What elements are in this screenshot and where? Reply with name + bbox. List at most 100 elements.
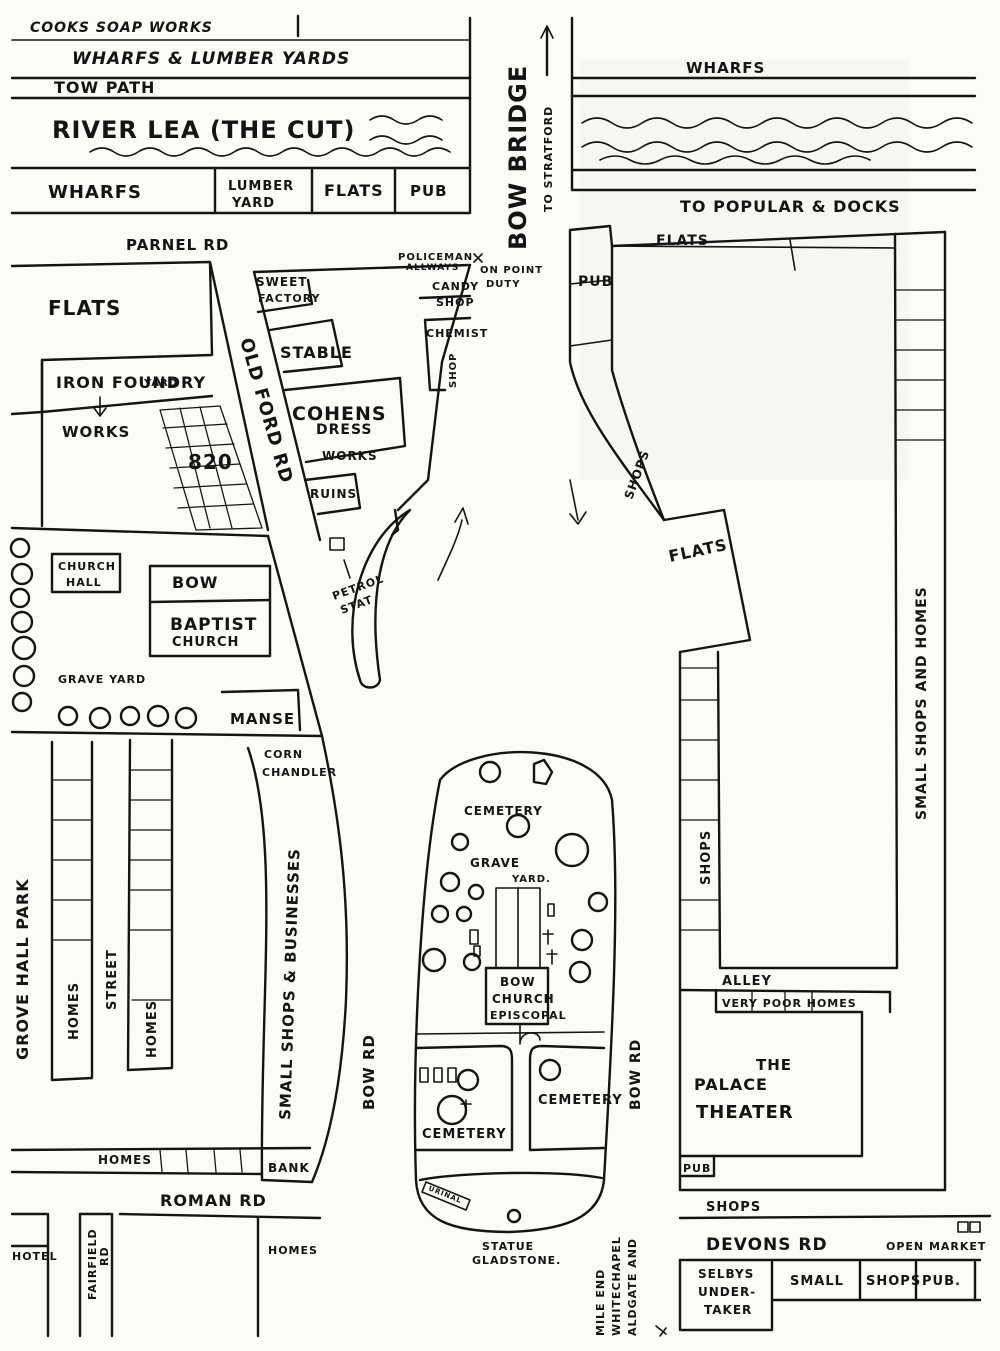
label-yard: YARD: [143, 378, 178, 389]
label-bow-baptist-2: BAPTIST: [170, 615, 257, 635]
label-flats-top: FLATS: [324, 181, 384, 200]
label-candy-shop: SHOP: [436, 296, 475, 309]
label-bow-baptist-3: CHURCH: [172, 635, 239, 650]
label-dress-works: WORKS: [322, 449, 378, 463]
label-small-shops-businesses: SMALL SHOPS & BUSINESSES: [276, 848, 303, 1120]
label-pub-right: PUB: [578, 274, 613, 290]
label-to-stratford: TO STRATFORD: [542, 106, 555, 212]
label-cohens: COHENS: [292, 403, 387, 425]
label-policeman-3: ON POINT: [480, 265, 543, 276]
label-statue-gladstone: GLADSTONE.: [472, 1254, 561, 1267]
label-shops-pub: SHOPS: [866, 1274, 921, 1289]
label-policeman-4: DUTY: [486, 279, 520, 290]
label-whitechapel: WHITECHAPEL: [610, 1236, 623, 1336]
bottom-mark: [655, 1325, 667, 1337]
label-shop-small: SHOP: [448, 353, 459, 388]
bow-churchyard: [413, 750, 617, 1234]
label-iron-foundry: IRON FOUNDRY: [56, 373, 206, 392]
left-trees: [9, 537, 198, 730]
label-church-hall: CHURCH: [58, 560, 116, 573]
label-aldgate: ALDGATE AND: [626, 1238, 639, 1336]
river-area: [10, 14, 977, 215]
label-wharfs-right: WHARFS: [686, 59, 765, 77]
right-north-block: [568, 224, 947, 1192]
label-820: 820: [188, 450, 233, 474]
label-cooks-soap-works: COOKS SOAP WORKS: [30, 20, 213, 36]
label-grave-yard-left: GRAVE YARD: [58, 673, 146, 686]
river-wave-right-1: [581, 117, 973, 129]
label-pub-bottom: PUB: [683, 1162, 711, 1175]
label-shops-bottom: SHOPS: [706, 1200, 761, 1215]
label-the-palace-3: THEATER: [696, 1102, 794, 1123]
label-homes-1: HOMES: [67, 982, 82, 1040]
label-statue: STATUE: [482, 1240, 534, 1253]
label-manse: MANSE: [230, 710, 295, 728]
label-small-bottom: SMALL: [790, 1274, 844, 1289]
label-parnel-rd: PARNEL RD: [126, 236, 229, 254]
grave-crosses: [460, 929, 558, 1115]
label-bank: BANK: [268, 1161, 310, 1175]
label-sweet: SWEET: [256, 275, 307, 289]
label-dress: DRESS: [316, 422, 373, 438]
label-wharfs-left: WHARFS: [48, 182, 142, 203]
label-bow-rd-left: BOW RD: [360, 1034, 378, 1110]
label-works: WORKS: [62, 423, 130, 441]
label-hotel: HOTEL: [12, 1250, 58, 1263]
label-cemetery-left: CEMETERY: [422, 1127, 507, 1142]
foundry-grid: [159, 405, 263, 531]
label-flats-left: FLATS: [48, 296, 121, 320]
label-bow-baptist: BOW: [172, 573, 218, 592]
label-factory: FACTORY: [258, 292, 321, 305]
left-north-block: [10, 260, 270, 538]
label-cemetery-right: CEMETERY: [538, 1093, 623, 1108]
river-wave-left-3: [89, 147, 451, 157]
policeman-x-marker: [473, 253, 483, 263]
left-row-hatches: [51, 769, 243, 1173]
petrol-island: [351, 508, 412, 689]
right-south-block: [678, 966, 992, 1332]
label-mile-end: MILE END: [594, 1269, 607, 1336]
cohens-block: [252, 263, 472, 689]
bleed-through-text: [580, 60, 910, 480]
label-alley: ALLEY: [722, 974, 772, 989]
label-devons-rd: DEVONS RD: [706, 1235, 828, 1255]
label-bow-rd-right: BOW RD: [628, 1039, 644, 1110]
label-wharfs-lumber-yards: WHARFS & LUMBER YARDS: [72, 49, 350, 69]
label-roman-rd: ROMAN RD: [160, 1191, 267, 1210]
label-candy: CANDY: [432, 280, 479, 293]
label-selbys-2: UNDER-: [698, 1285, 756, 1299]
right-row-hatches: [679, 289, 946, 931]
label-corn-chandler: CHANDLER: [262, 766, 337, 779]
label-the-palace: THE: [756, 1056, 792, 1074]
river-wave-right-3: [599, 155, 871, 165]
map-markers: [473, 253, 667, 1337]
left-south-block: [10, 734, 349, 1338]
label-lumber-yard-2: YARD: [231, 196, 275, 211]
label-bow-bridge: BOW BRIDGE: [504, 65, 532, 250]
label-homes-2: HOMES: [145, 1000, 160, 1058]
river-wave-left-2: [369, 135, 443, 145]
label-grove-hall-park: GROVE HALL PARK: [13, 878, 32, 1060]
urinal-shape: [421, 1181, 471, 1211]
river-wave-left-1: [369, 115, 443, 125]
label-fairfield-rd: RD: [98, 1246, 111, 1266]
label-flats-mid-right: FLATS: [667, 535, 729, 566]
label-stable: STABLE: [280, 343, 353, 362]
label-lumber-yard-1: LUMBER: [228, 179, 294, 194]
churchyard-trees: [419, 758, 609, 1224]
label-shops-pub-2: PUB.: [922, 1274, 961, 1289]
label-fairfield: FAIRFIELD: [86, 1228, 99, 1300]
label-grave-yard-mid: GRAVE: [470, 856, 520, 870]
baptist-church-area: [9, 534, 324, 738]
label-bow-church-3: EPISCOPAL: [490, 1009, 567, 1022]
label-homes-bottom: HOMES: [98, 1153, 152, 1167]
river-wave-right-2: [581, 141, 973, 153]
label-river-lea: RIVER LEA (THE CUT): [52, 116, 355, 144]
label-grave-yard-mid-2: YARD.: [511, 874, 551, 885]
label-the-palace-2: PALACE: [694, 1075, 768, 1094]
label-open-market: OPEN MARKET: [886, 1240, 986, 1253]
label-shops-right-col: SHOPS: [699, 830, 714, 885]
label-church-hall-2: HALL: [66, 576, 102, 589]
label-cemetery-top: CEMETERY: [464, 804, 543, 818]
